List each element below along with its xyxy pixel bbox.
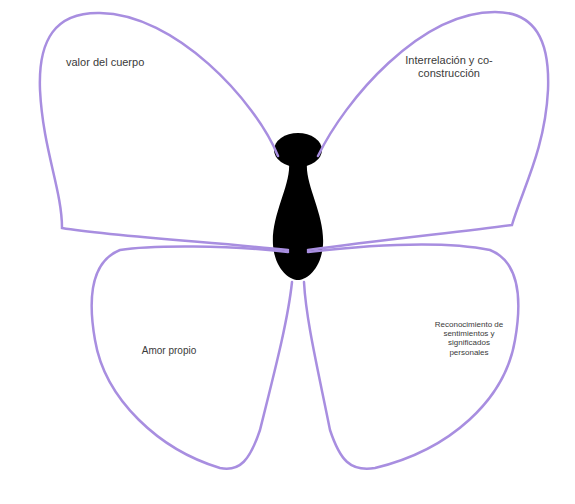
wing-label: Interrelación y co-construcción (385, 54, 513, 79)
butterfly-wing: Interrelación y co-construcción (303, 8, 553, 255)
wing-outline (303, 8, 553, 255)
wing-label: Reconocimiento de sentimientos y signifi… (430, 320, 508, 357)
wing-line (304, 244, 518, 468)
wing-label: valor del cuerpo (66, 56, 146, 69)
wing-line (92, 246, 292, 468)
wing-line (308, 12, 548, 250)
wing-outline (38, 8, 295, 255)
wing-label: Amor propio (137, 345, 201, 357)
butterfly-abdomen (273, 163, 323, 280)
wing-outline (85, 243, 300, 473)
butterfly-wing: Reconocimiento de sentimientos y signifi… (298, 238, 525, 472)
wing-line (40, 13, 288, 250)
wing-outline (298, 238, 525, 472)
butterfly-wing: valor del cuerpo (38, 8, 295, 255)
butterfly-wing: Amor propio (85, 243, 300, 473)
butterfly-head (274, 133, 322, 167)
